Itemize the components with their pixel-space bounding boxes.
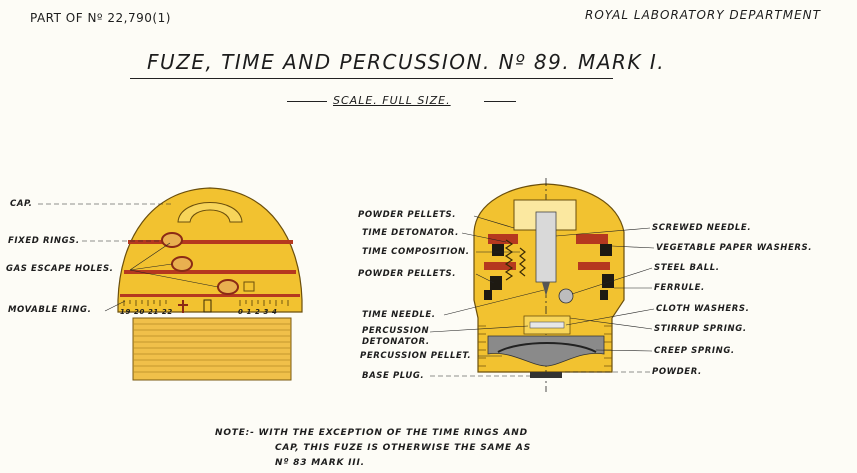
part-number: PART OF Nº 22,790(1) [30, 11, 171, 25]
base-plug [530, 372, 562, 378]
needle-housing [535, 211, 557, 283]
creep-spring [497, 342, 597, 353]
label-time-detonator: TIME DETONATOR. [362, 228, 459, 238]
time-composition [504, 239, 526, 281]
powder-charge [487, 335, 605, 367]
drawing-title: FUZE, TIME AND PERCUSSION. Nº 89. MARK I… [147, 50, 666, 74]
ring-slot [243, 281, 255, 292]
label-screwed-needle: SCREWED NEEDLE. [652, 223, 752, 233]
movable-ring-band [120, 294, 300, 297]
label-time-composition: TIME COMPOSITION. [362, 247, 470, 257]
label-fixed-rings: FIXED RINGS. [8, 236, 80, 246]
fuze-dome [117, 187, 303, 313]
ring-scale-right: 0 1 2 3 4 [238, 308, 278, 316]
gas-escape-hole-2 [171, 256, 193, 272]
label-percussion-detonator-1: PERCUSSION [362, 326, 430, 336]
setting-mark [178, 299, 212, 313]
section-threads [478, 325, 612, 367]
label-powder: POWDER. [652, 367, 702, 377]
label-powder-pellets-mid: POWDER PELLETS. [358, 269, 457, 279]
cap-ring [177, 202, 243, 223]
steel-ball [558, 288, 574, 304]
label-base-plug: BASE PLUG. [362, 371, 425, 381]
fixed-ring-band-2 [124, 270, 296, 274]
label-creep-spring: CREEP SPRING. [654, 346, 735, 356]
label-steel-ball: STEEL BALL. [654, 263, 720, 273]
gas-escape-hole-3 [217, 279, 239, 295]
label-percussion-pellet: PERCUSSION PELLET. [360, 351, 472, 361]
time-ring-left-2 [484, 262, 516, 270]
label-powder-pellets-top: POWDER PELLETS. [358, 210, 457, 220]
note-line-2: CAP, THIS FUZE IS OTHERWISE THE SAME AS [275, 443, 531, 453]
external-view [38, 187, 303, 381]
label-vegetable-paper-washers: VEGETABLE PAPER WASHERS. [656, 243, 813, 253]
label-movable-ring: MOVABLE RING. [8, 305, 92, 315]
section-right-leaders [555, 227, 655, 373]
fixed-ring-band-1 [128, 240, 293, 244]
powder-pellets [484, 244, 614, 300]
graduation-ticks [123, 300, 289, 306]
gas-escape-hole-1 [161, 232, 183, 248]
note-line-3: Nº 83 MARK III. [275, 458, 365, 468]
sectional-view [429, 178, 655, 392]
screwed-needle [542, 282, 550, 296]
title-underline [130, 78, 613, 79]
label-cloth-washers: CLOTH WASHERS. [656, 304, 750, 314]
thread-lines [133, 323, 291, 373]
label-cap: CAP. [10, 199, 33, 209]
time-ring-left-1 [488, 234, 518, 244]
label-stirrup-spring: STIRRUP SPRING. [654, 324, 747, 334]
left-leaders [38, 203, 219, 312]
label-gas-escape-holes: GAS ESCAPE HOLES. [6, 264, 114, 274]
ring-scale-left: 19 20 21 22 [120, 308, 173, 316]
time-ring-right-1 [576, 234, 608, 244]
threaded-body [132, 317, 292, 381]
scale-rule-right [484, 101, 516, 102]
label-time-needle: TIME NEEDLE. [362, 310, 436, 320]
scale-rule-left [287, 101, 327, 102]
scale-note: SCALE. FULL SIZE. [333, 94, 451, 107]
cloth-washers [529, 321, 565, 329]
department-heading: ROYAL LABORATORY DEPARTMENT [585, 8, 821, 22]
time-ring-right-2 [578, 262, 610, 270]
section-left-leaders [429, 215, 545, 377]
label-percussion-detonator-2: DETONATOR. [362, 337, 430, 347]
label-ferrule: FERRULE. [654, 283, 705, 293]
note-line-1: NOTE:- WITH THE EXCEPTION OF THE TIME RI… [215, 428, 528, 438]
